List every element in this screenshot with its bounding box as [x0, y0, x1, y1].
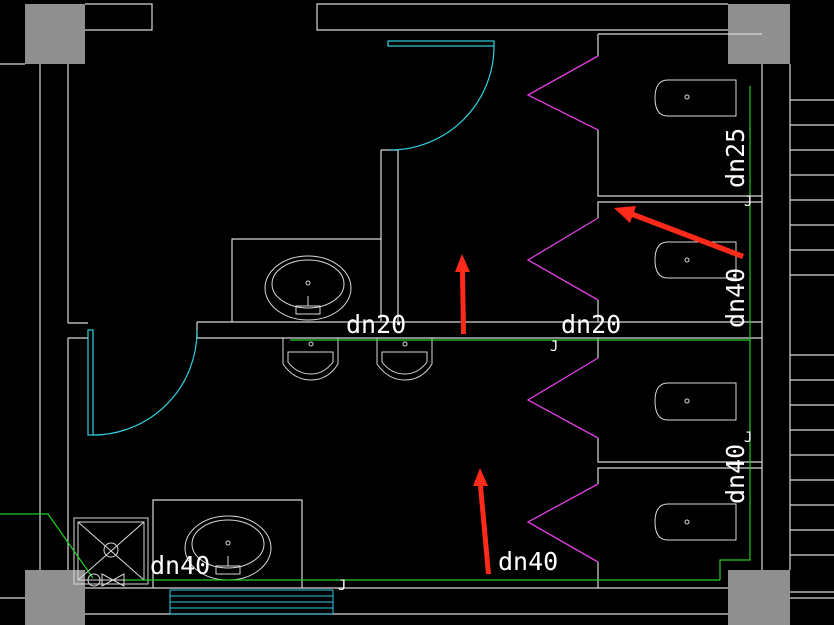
floor-drain-icon	[73, 517, 149, 585]
column-icon	[25, 570, 85, 625]
pipe-tag: J	[744, 430, 752, 446]
walls	[0, 3, 834, 615]
washbasin-icon	[264, 255, 352, 321]
flow-arrows	[455, 206, 744, 574]
washbasins	[184, 255, 352, 581]
pipe-tags: J J J J	[338, 194, 752, 594]
stall-doors	[526, 55, 599, 563]
pipe-size-label: dn25	[721, 128, 750, 188]
urinal-icon	[282, 337, 339, 381]
flow-arrow-icon	[614, 206, 744, 259]
pipe-size-label: dn40	[150, 551, 210, 580]
column-icon	[25, 4, 85, 64]
squat-toilets	[654, 79, 737, 541]
squat-toilet-icon	[654, 241, 737, 279]
squat-toilet-icon	[654, 382, 737, 421]
squat-toilet-icon	[654, 503, 737, 541]
entry-steps	[169, 589, 334, 615]
pipe-tag: J	[338, 578, 346, 594]
supply-pipes	[0, 86, 751, 581]
pipe-size-label: dn40	[721, 444, 750, 504]
pipe-size-label: dn40	[721, 268, 750, 328]
flow-arrow-icon	[473, 468, 491, 574]
urinals	[282, 337, 433, 381]
entry-doors	[87, 40, 495, 436]
pipe-tag: J	[744, 194, 752, 210]
flow-arrow-icon	[455, 254, 470, 334]
pipe-labels: dn20 dn20 dn40 dn40 dn25 dn40 dn40	[150, 128, 750, 580]
pipe-size-label: dn20	[561, 310, 621, 339]
columns	[25, 4, 790, 625]
column-icon	[728, 570, 790, 625]
pipe-size-label: dn40	[498, 547, 558, 576]
pipe-tag: J	[550, 339, 558, 355]
squat-toilet-icon	[654, 79, 737, 117]
valve-icon	[87, 573, 125, 587]
urinal-icon	[376, 337, 433, 381]
pipe-size-label: dn20	[346, 310, 406, 339]
